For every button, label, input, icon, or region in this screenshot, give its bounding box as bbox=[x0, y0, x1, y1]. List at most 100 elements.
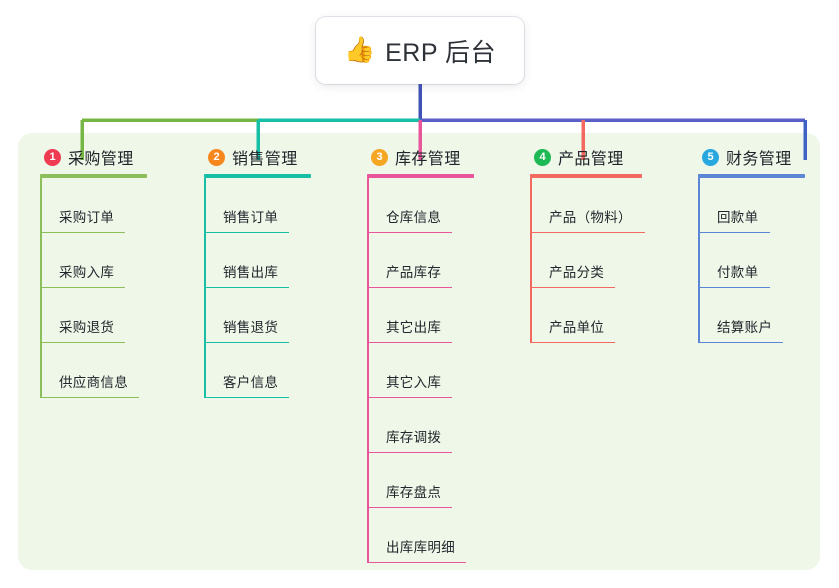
list-item[interactable]: 库存盘点 bbox=[367, 453, 474, 508]
list-item-rule bbox=[530, 286, 615, 288]
column-trunk-line-1 bbox=[40, 178, 42, 398]
list-item-rule bbox=[530, 231, 645, 233]
column-trunk-line-3 bbox=[367, 178, 369, 563]
list-item-label: 销售退货 bbox=[223, 320, 279, 335]
list-item[interactable]: 产品库存 bbox=[367, 233, 474, 288]
column-2: 2 销售管理销售订单销售出库销售退货客户信息 bbox=[204, 145, 311, 398]
list-item[interactable]: 产品分类 bbox=[530, 233, 642, 288]
list-item[interactable]: 其它入库 bbox=[367, 343, 474, 398]
column-items-1: 采购订单采购入库采购退货供应商信息 bbox=[40, 178, 147, 398]
list-item-rule bbox=[40, 286, 125, 288]
column-header-3[interactable]: 3 库存管理 bbox=[367, 145, 474, 169]
column-5: 5 财务管理回款单付款单结算账户 bbox=[698, 145, 805, 343]
list-item-label: 采购退货 bbox=[59, 320, 115, 335]
columns-backdrop-panel bbox=[18, 133, 820, 570]
list-item-label: 其它入库 bbox=[386, 375, 442, 390]
column-trunk-line-4 bbox=[530, 178, 532, 343]
list-item[interactable]: 销售退货 bbox=[204, 288, 311, 343]
list-item[interactable]: 采购入库 bbox=[40, 233, 147, 288]
list-item-rule bbox=[204, 341, 289, 343]
list-item-rule bbox=[367, 286, 452, 288]
column-badge-icon-2: 2 bbox=[208, 148, 225, 166]
list-item[interactable]: 销售出库 bbox=[204, 233, 311, 288]
list-item-label: 出库库明细 bbox=[386, 540, 455, 555]
list-item[interactable]: 出库库明细 bbox=[367, 508, 474, 563]
list-item-label: 仓库信息 bbox=[386, 210, 442, 225]
list-item-label: 供应商信息 bbox=[59, 375, 128, 390]
list-item-rule bbox=[367, 451, 452, 453]
list-item-label: 采购入库 bbox=[59, 265, 115, 280]
list-item-label: 结算账户 bbox=[717, 320, 773, 335]
list-item[interactable]: 仓库信息 bbox=[367, 178, 474, 233]
column-title-3: 库存管理 bbox=[395, 151, 461, 168]
column-3: 3 库存管理仓库信息产品库存其它出库其它入库库存调拨库存盘点出库库明细 bbox=[367, 145, 474, 563]
column-header-4[interactable]: 4 产品管理 bbox=[530, 145, 642, 169]
list-item-label: 库存调拨 bbox=[386, 430, 442, 445]
list-item-rule bbox=[40, 341, 125, 343]
list-item-rule bbox=[698, 231, 770, 233]
list-item-label: 产品单位 bbox=[549, 320, 605, 335]
column-header-rule-4 bbox=[530, 174, 642, 178]
column-badge-icon-1: 1 bbox=[44, 148, 61, 166]
list-item-rule bbox=[204, 231, 289, 233]
list-item[interactable]: 库存调拨 bbox=[367, 398, 474, 453]
root-title-text: ERP 后台 bbox=[385, 38, 497, 67]
list-item[interactable]: 回款单 bbox=[698, 178, 805, 233]
column-header-rule-2 bbox=[204, 174, 311, 178]
list-item-rule bbox=[204, 286, 289, 288]
list-item-label: 采购订单 bbox=[59, 210, 115, 225]
list-item[interactable]: 采购退货 bbox=[40, 288, 147, 343]
list-item-rule bbox=[698, 341, 783, 343]
column-badge-icon-4: 4 bbox=[534, 148, 551, 166]
list-item-label: 产品（物料） bbox=[549, 210, 632, 225]
list-item-rule bbox=[40, 231, 125, 233]
column-badge-icon-3: 3 bbox=[371, 148, 388, 166]
list-item-label: 库存盘点 bbox=[386, 485, 442, 500]
list-item[interactable]: 产品（物料） bbox=[530, 178, 645, 233]
column-header-1[interactable]: 1 采购管理 bbox=[40, 145, 147, 169]
column-items-4: 产品（物料） 产品分类产品单位 bbox=[530, 178, 645, 343]
list-item[interactable]: 其它出库 bbox=[367, 288, 474, 343]
column-title-1: 采购管理 bbox=[68, 151, 134, 168]
list-item[interactable]: 客户信息 bbox=[204, 343, 311, 398]
list-item-label: 销售订单 bbox=[223, 210, 279, 225]
column-4: 4 产品管理产品（物料） 产品分类产品单位 bbox=[530, 145, 645, 343]
list-item-rule bbox=[367, 506, 452, 508]
list-item-rule bbox=[698, 286, 770, 288]
list-item-label: 客户信息 bbox=[223, 375, 279, 390]
column-header-2[interactable]: 2 销售管理 bbox=[204, 145, 311, 169]
column-items-3: 仓库信息产品库存其它出库其它入库库存调拨库存盘点出库库明细 bbox=[367, 178, 474, 563]
list-item-label: 产品库存 bbox=[386, 265, 442, 280]
list-item[interactable]: 结算账户 bbox=[698, 288, 805, 343]
column-title-5: 财务管理 bbox=[726, 151, 792, 168]
column-items-2: 销售订单销售出库销售退货客户信息 bbox=[204, 178, 311, 398]
root-title-card[interactable]: 👍 ERP 后台 bbox=[316, 17, 524, 84]
column-title-4: 产品管理 bbox=[558, 151, 624, 168]
list-item[interactable]: 产品单位 bbox=[530, 288, 642, 343]
column-trunk-line-5 bbox=[698, 178, 700, 343]
column-1: 1 采购管理采购订单采购入库采购退货供应商信息 bbox=[40, 145, 147, 398]
column-header-rule-1 bbox=[40, 174, 147, 178]
column-header-rule-5 bbox=[698, 174, 805, 178]
list-item-rule bbox=[367, 341, 452, 343]
list-item-rule bbox=[204, 396, 289, 398]
list-item-rule bbox=[367, 231, 452, 233]
list-item[interactable]: 销售订单 bbox=[204, 178, 311, 233]
list-item-label: 其它出库 bbox=[386, 320, 442, 335]
list-item[interactable]: 采购订单 bbox=[40, 178, 147, 233]
list-item-rule bbox=[367, 561, 466, 563]
list-item-rule bbox=[367, 396, 452, 398]
column-trunk-line-2 bbox=[204, 178, 206, 398]
column-badge-icon-5: 5 bbox=[702, 148, 719, 166]
column-title-2: 销售管理 bbox=[232, 151, 298, 168]
column-header-5[interactable]: 5 财务管理 bbox=[698, 145, 805, 169]
list-item-label: 付款单 bbox=[717, 265, 759, 280]
thumbs-up-icon: 👍 bbox=[343, 36, 376, 64]
list-item[interactable]: 付款单 bbox=[698, 233, 805, 288]
list-item-label: 回款单 bbox=[717, 210, 759, 225]
list-item-label: 销售出库 bbox=[223, 265, 279, 280]
list-item-label: 产品分类 bbox=[549, 265, 605, 280]
list-item[interactable]: 供应商信息 bbox=[40, 343, 147, 398]
list-item-rule bbox=[40, 396, 139, 398]
